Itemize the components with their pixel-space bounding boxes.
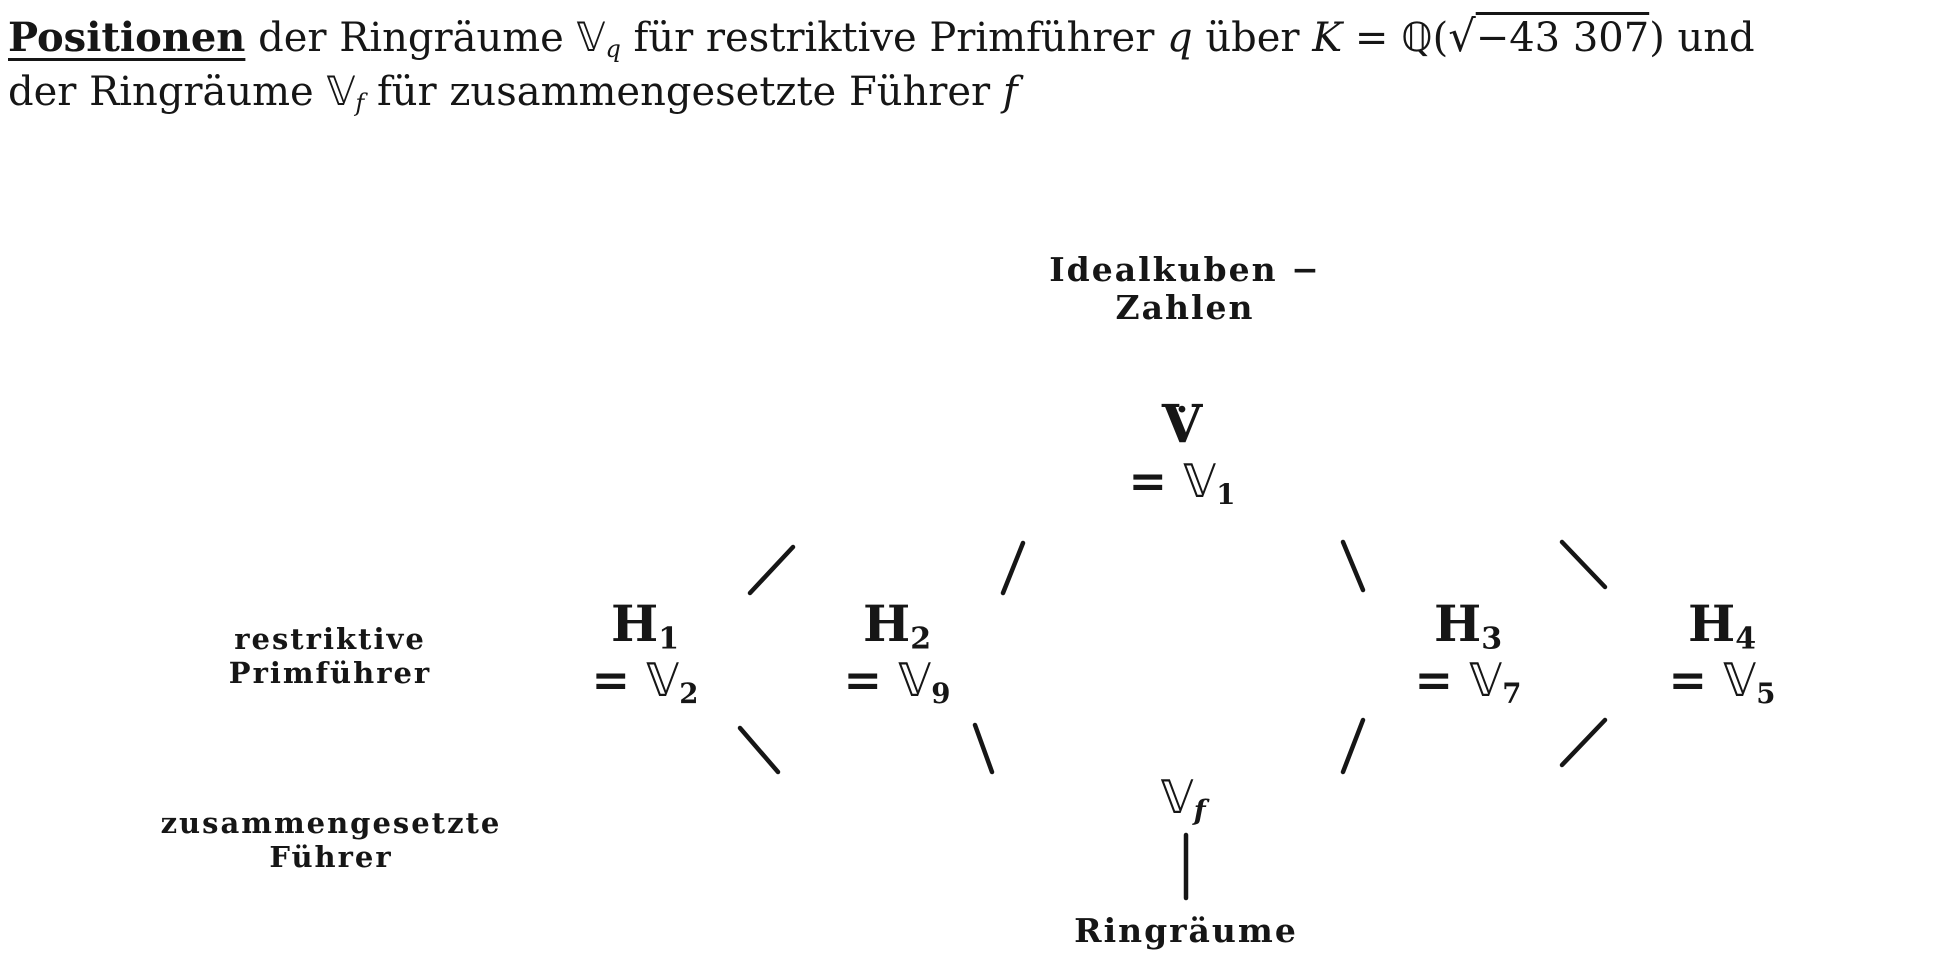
caption-text: für zusammengesetzte Führer bbox=[364, 69, 1003, 115]
node-v-top-symbol: ·V bbox=[1072, 388, 1292, 452]
double-struck-v: 𝕍 bbox=[1723, 653, 1757, 707]
label-line: Primführer bbox=[228, 656, 432, 690]
label-restriktive-primfuehrer: restriktive Primführer bbox=[180, 622, 480, 690]
caption-text: der Ringräume bbox=[245, 15, 577, 61]
node-h4-value: = 𝕍5 bbox=[1612, 651, 1832, 709]
equals-sign: = bbox=[1128, 454, 1184, 508]
node-v-top: ·V = 𝕍1 bbox=[1072, 388, 1292, 510]
double-struck-v: 𝕍 bbox=[576, 15, 606, 61]
double-struck-v: 𝕍 bbox=[898, 653, 932, 707]
figure-caption: Positionen der Ringräume 𝕍q für restrikt… bbox=[8, 10, 1755, 119]
subscript-2: 2 bbox=[910, 621, 932, 657]
subscript-4: 4 bbox=[1735, 621, 1757, 657]
node-h2-value: = 𝕍9 bbox=[787, 651, 1007, 709]
equals-sign: = bbox=[591, 653, 647, 707]
subscript-7: 7 bbox=[1502, 676, 1522, 710]
caption-text: und bbox=[1664, 15, 1755, 61]
edge-h3-up bbox=[1340, 539, 1366, 593]
node-h1: H1 = 𝕍2 bbox=[535, 597, 755, 709]
edge-h2-up bbox=[1000, 540, 1026, 596]
node-v-top-value: = 𝕍1 bbox=[1072, 452, 1292, 510]
caption-text: für restriktive Primführer bbox=[620, 15, 1168, 61]
letter-h: H bbox=[1433, 594, 1482, 653]
double-struck-v: 𝕍 bbox=[326, 69, 356, 115]
subscript-1: 1 bbox=[658, 621, 680, 657]
node-h4: H4 = 𝕍5 bbox=[1612, 597, 1832, 709]
subscript-f: f bbox=[355, 89, 365, 117]
subscript-5: 5 bbox=[1756, 676, 1776, 710]
node-h3-label: H3 bbox=[1358, 594, 1578, 655]
caption-keyword: Positionen bbox=[8, 14, 246, 61]
node-h4-label: H4 bbox=[1612, 594, 1832, 655]
node-h2: H2 = 𝕍9 bbox=[787, 597, 1007, 709]
radicand: −43 307 bbox=[1475, 15, 1650, 61]
var-q: q bbox=[1167, 15, 1193, 61]
label-idealkuben-zahlen: Idealkuben − Zahlen bbox=[1030, 251, 1340, 327]
node-h2-label: H2 bbox=[787, 594, 1007, 655]
label-line: Zahlen bbox=[1115, 288, 1255, 327]
subscript-2: 2 bbox=[679, 676, 699, 710]
edge-h4-down bbox=[1559, 717, 1608, 768]
equals-sign: = bbox=[1668, 653, 1724, 707]
caption-line-2: der Ringräume 𝕍f für zusammengesetzte Fü… bbox=[8, 65, 1755, 119]
equals-sign: = bbox=[1414, 653, 1470, 707]
close-paren: ) bbox=[1649, 15, 1665, 61]
double-struck-q: ℚ bbox=[1401, 15, 1433, 61]
subscript-f: f bbox=[1193, 793, 1206, 827]
label-ringraeume: Ringräume bbox=[1036, 912, 1336, 950]
double-struck-v: 𝕍 bbox=[1160, 770, 1194, 824]
edge-h1-down bbox=[737, 725, 781, 775]
open-paren: ( bbox=[1432, 15, 1449, 61]
node-v-f: 𝕍f bbox=[1073, 770, 1293, 824]
caption-text: über bbox=[1192, 15, 1313, 61]
edge-h1-up bbox=[747, 544, 796, 596]
label-line: zusammengesetzte bbox=[160, 806, 502, 840]
subscript-3: 3 bbox=[1481, 621, 1503, 657]
caption-text: der Ringräume bbox=[8, 69, 327, 115]
caption-line-1: Positionen der Ringräume 𝕍q für restrikt… bbox=[8, 10, 1755, 65]
dot-accent: · bbox=[1175, 387, 1189, 431]
node-h3: H3 = 𝕍7 bbox=[1358, 597, 1578, 709]
subscript-9: 9 bbox=[931, 676, 951, 710]
node-v-f-symbol: 𝕍f bbox=[1073, 770, 1293, 824]
equals-sign: = bbox=[843, 653, 899, 707]
node-h3-value: = 𝕍7 bbox=[1358, 651, 1578, 709]
letter-h: H bbox=[1687, 594, 1736, 653]
letter-h: H bbox=[862, 594, 911, 653]
subscript-q: q bbox=[605, 35, 621, 63]
label-line: restriktive bbox=[234, 622, 426, 656]
letter-v: V bbox=[1161, 394, 1203, 455]
node-h1-value: = 𝕍2 bbox=[535, 651, 755, 709]
var-f: f bbox=[1002, 69, 1018, 115]
letter-h: H bbox=[610, 594, 659, 653]
equals-sign: = bbox=[1342, 15, 1402, 61]
double-struck-v: 𝕍 bbox=[1469, 653, 1503, 707]
edge-h3-down bbox=[1340, 717, 1366, 775]
node-h1-label: H1 bbox=[535, 594, 755, 655]
double-struck-v: 𝕍 bbox=[1183, 454, 1217, 508]
label-line: Idealkuben − bbox=[1049, 250, 1321, 289]
label-zusammengesetzte-fuehrer: zusammengesetzte Führer bbox=[131, 806, 531, 874]
radical-sign: √ bbox=[1448, 12, 1476, 62]
subscript-1: 1 bbox=[1216, 477, 1236, 511]
edge-h4-up bbox=[1559, 539, 1608, 590]
edge-h2-down bbox=[972, 722, 995, 775]
var-k: K bbox=[1312, 15, 1343, 61]
double-struck-v: 𝕍 bbox=[646, 653, 680, 707]
label-line: Ringräume bbox=[1074, 911, 1298, 950]
label-line: Führer bbox=[269, 840, 393, 874]
